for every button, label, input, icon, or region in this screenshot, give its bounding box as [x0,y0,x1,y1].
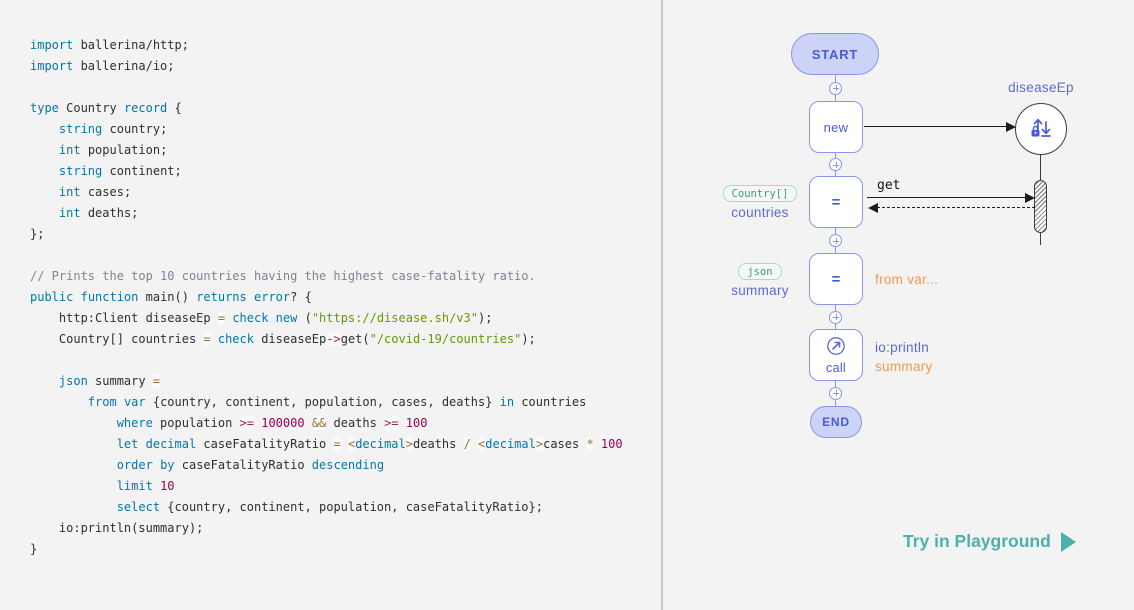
code-line: // Prints the top 10 countries having th… [30,269,536,283]
code-line: import ballerina/http; [30,38,189,52]
call-node: call [809,329,863,381]
code-line: type Country record { [30,101,182,115]
arrowhead-icon [868,203,878,213]
start-node-label: START [811,46,859,62]
response-arrow [877,207,1035,208]
activation-bar [1034,180,1047,233]
code-line: int deaths; [58,206,139,220]
get-action-label: get [877,178,901,193]
variable-name-label: countries [731,205,789,220]
pane-divider [661,0,663,610]
code-line: } [30,542,38,556]
start-node: START [791,33,879,75]
assign-node-label: = [831,270,841,288]
call-arrow-icon [825,335,847,360]
plus-connector-icon [829,158,842,171]
code-line: http:Client diseaseEp = check new ("http… [30,311,493,325]
end-node-label: END [822,415,850,429]
new-node: new [809,101,863,153]
invocation-arrow [864,126,1007,128]
endpoint-lifeline [1040,155,1042,180]
endpoint-node [1015,103,1067,155]
assign-node-countries: = [809,176,863,228]
code-line: select {country, continent, population, … [116,500,543,514]
call-node-label: call [826,361,846,375]
code-line: string country; [58,122,168,136]
http-client-icon [1025,111,1057,148]
code-line: json summary = [58,374,161,388]
from-var-expression-label: from var... [875,272,939,287]
new-node-label: new [823,119,849,135]
code-line: import ballerina/io; [30,59,175,73]
assign-node-summary: = [809,253,863,305]
code-line: public function main() returns error? { [30,290,312,304]
code-block: import ballerina/http; import ballerina/i… [30,35,623,560]
assign-node-label: = [831,193,841,211]
code-line: io:println(summary); [30,521,204,535]
try-in-playground-label: Try in Playground [903,531,1051,551]
play-icon [1060,531,1076,552]
sequence-diagram-pane: START new = = [663,0,1134,610]
plus-connector-icon [829,81,842,95]
code-line: int population; [58,143,168,157]
code-line [30,77,623,98]
code-line [30,350,623,371]
plus-connector-icon [829,310,842,324]
arrowhead-icon [1006,122,1016,132]
variable-name-label: summary [731,283,789,298]
countries-variable-group: Country[] countries [680,185,840,220]
code-line: limit 10 [116,479,175,493]
code-line: from var {country, continent, population… [87,395,587,409]
endpoint-lifeline [1040,233,1042,245]
type-badge: json [738,263,782,280]
type-badge: Country[] [722,185,798,202]
code-line [30,245,623,266]
call-labels-group: io:println summary [875,340,933,374]
code-line: int cases; [58,185,132,199]
call-function-label: io:println [875,340,930,355]
end-node: END [810,406,862,438]
code-pane: import ballerina/http; import ballerina/i… [30,35,623,560]
call-argument-label: summary [875,359,933,374]
request-arrow [867,197,1026,199]
plus-connector-icon [829,386,842,400]
code-line: order by caseFatalityRatio descending [116,458,385,472]
code-line: where population >= 100000 && deaths >= … [116,416,428,430]
code-line: let decimal caseFatalityRatio = <decimal… [116,437,623,451]
try-in-playground-button[interactable]: Try in Playground [903,531,1076,552]
code-line: Country[] countries = check diseaseEp->g… [30,332,536,346]
code-line: }; [30,227,45,241]
plus-connector-icon [829,234,842,247]
endpoint-name-label: diseaseEp [1008,80,1074,95]
code-line: string continent; [58,164,182,178]
arrowhead-icon [1025,193,1035,203]
summary-variable-group: json summary [680,263,840,298]
